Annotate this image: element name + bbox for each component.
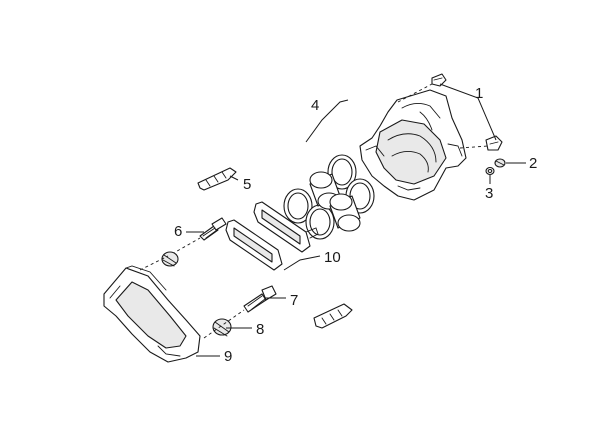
assembly-line-pin-upper xyxy=(171,237,201,255)
callout-9: 9 xyxy=(224,348,232,365)
guide-pin-upper xyxy=(199,217,227,241)
callout-6: 6 xyxy=(174,223,182,240)
leader-4 xyxy=(305,99,349,143)
leader-5 xyxy=(229,175,239,181)
leader-10 xyxy=(283,255,321,271)
assembly-line-boot-upper xyxy=(139,255,169,271)
caliper-bracket xyxy=(103,265,201,363)
piston-left-lower xyxy=(329,193,361,232)
callout-3: 3 xyxy=(485,185,493,202)
guide-pin-lower xyxy=(243,285,277,313)
callout-1: 1 xyxy=(475,85,483,102)
brake-pad-inner xyxy=(225,219,283,271)
callout-5: 5 xyxy=(243,176,251,193)
spring-clip-upper xyxy=(197,167,237,191)
callout-7: 7 xyxy=(290,292,298,309)
assembly-line-pin-lower xyxy=(203,309,245,339)
brake-pad-outer xyxy=(253,201,319,253)
caliper-body xyxy=(359,89,467,201)
spring-clip-lower xyxy=(313,303,353,329)
bleed-screw-upper xyxy=(431,73,447,87)
small-seal xyxy=(485,166,495,176)
callout-10: 10 xyxy=(324,249,341,266)
leader-1 xyxy=(439,83,497,141)
callout-4: 4 xyxy=(311,97,319,114)
bleed-screw-lower xyxy=(485,135,503,151)
boot-upper xyxy=(161,251,179,267)
bleed-cap xyxy=(494,158,506,168)
assembly-line-upper-screw xyxy=(397,83,433,103)
assembly-line-lower-screw xyxy=(459,145,489,149)
callout-2: 2 xyxy=(529,155,537,172)
callout-8: 8 xyxy=(256,321,264,338)
